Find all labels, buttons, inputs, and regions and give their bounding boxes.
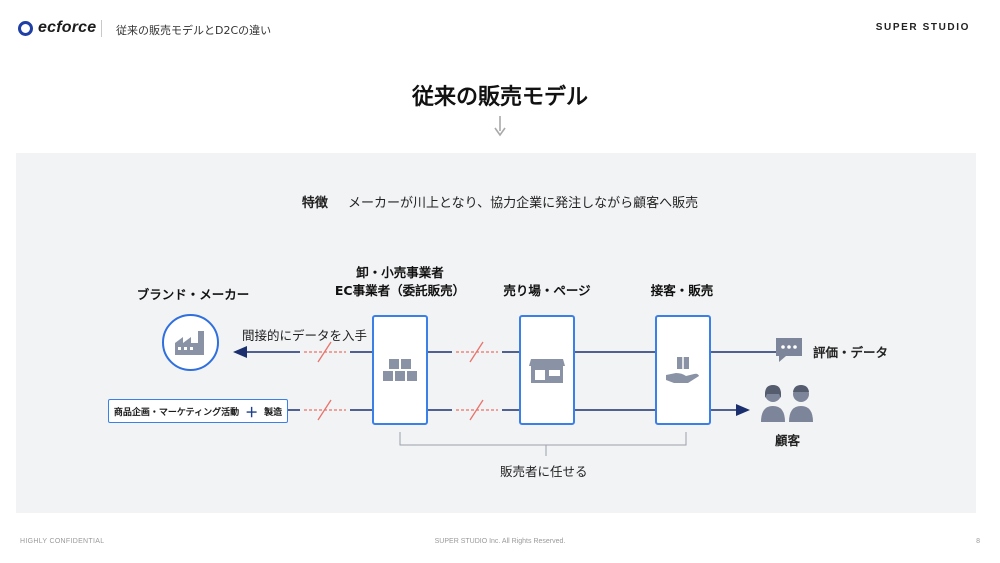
broken-link-2 bbox=[452, 341, 502, 363]
right-arrowhead-icon bbox=[736, 404, 750, 416]
planning-box: 商品企画・マーケティング活動 ＋ 製造 bbox=[108, 399, 288, 423]
footer-copyright: SUPER STUDIO Inc. All Rights Reserved. bbox=[434, 538, 566, 545]
footer-confidential: HIGHLY CONFIDENTIAL bbox=[20, 538, 105, 545]
brand-maker-node bbox=[162, 314, 219, 371]
ecforce-logo[interactable]: ecforce bbox=[18, 19, 96, 37]
slide-header: ecforce 従来の販売モデルとD2Cの違い SUPER STUDIO bbox=[0, 0, 1000, 60]
wholesale-label: 卸・小売事業者 EC事業者（委託販売） bbox=[320, 264, 480, 300]
logo-ring-icon bbox=[18, 20, 33, 36]
logo-text: ecforce bbox=[38, 19, 97, 36]
service-label: 接客・販売 bbox=[650, 283, 714, 298]
page-number: 8 bbox=[976, 538, 980, 545]
brand-maker-label: ブランド・メーカー bbox=[136, 287, 250, 302]
page-title: 従来の販売モデル bbox=[411, 85, 588, 110]
plus-icon: ＋ bbox=[245, 405, 259, 421]
hand-package-icon bbox=[666, 357, 699, 383]
customers-icon bbox=[761, 385, 813, 422]
chat-bubble-icon bbox=[776, 338, 802, 362]
feature-label: 特徴 bbox=[301, 196, 328, 211]
delegate-bracket bbox=[399, 432, 687, 446]
broken-link-4 bbox=[452, 399, 502, 421]
boxes-icon bbox=[383, 359, 417, 381]
header-divider bbox=[101, 20, 102, 37]
service-node bbox=[655, 315, 711, 425]
feature-text: メーカーが川上となり、協力企業に発注しながら顧客へ販売 bbox=[348, 196, 699, 211]
indirect-data-note: 間接的にデータを入手 bbox=[242, 328, 368, 343]
down-arrow-icon bbox=[494, 116, 506, 137]
left-arrowhead-icon bbox=[233, 346, 247, 358]
wholesale-label-line2: EC事業者（委託販売） bbox=[334, 283, 466, 299]
broken-link-1 bbox=[300, 341, 350, 363]
wholesale-node bbox=[372, 315, 428, 425]
manufacturing-text: 製造 bbox=[264, 407, 283, 418]
delegate-label: 販売者に任せる bbox=[500, 464, 588, 479]
review-data-label: 評価・データ bbox=[813, 345, 889, 360]
store-node bbox=[519, 315, 575, 425]
store-label: 売り場・ページ bbox=[503, 283, 591, 298]
wholesale-label-line1: 卸・小売事業者 bbox=[356, 265, 444, 280]
shop-icon bbox=[529, 359, 565, 383]
brand-name: SUPER STUDIO bbox=[875, 22, 970, 33]
feature-line: 特徴 メーカーが川上となり、協力企業に発注しながら顧客へ販売 bbox=[0, 192, 1000, 211]
customer-label: 顧客 bbox=[775, 433, 801, 448]
broken-link-3 bbox=[300, 399, 350, 421]
planning-text: 商品企画・マーケティング活動 bbox=[113, 407, 240, 418]
header-title: 従来の販売モデルとD2Cの違い bbox=[116, 24, 272, 37]
factory-icon bbox=[174, 330, 204, 355]
